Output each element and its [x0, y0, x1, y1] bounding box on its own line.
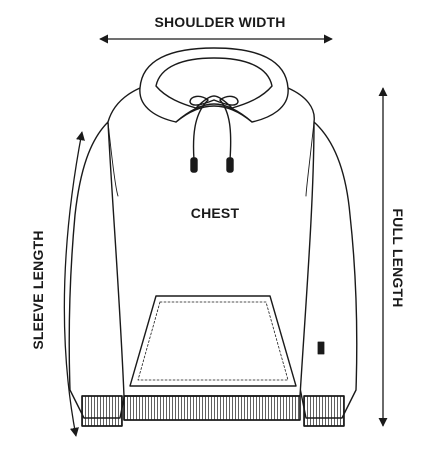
hoodie-outline [68, 47, 358, 427]
sleeve-length-arrow [63, 131, 85, 437]
hood-opening [155, 57, 273, 109]
left-cuff [81, 395, 123, 427]
chest-label: CHEST [190, 205, 240, 221]
full-length-label: FULL LENGTH [390, 208, 406, 308]
hoodie-body [107, 87, 315, 397]
waistband [123, 395, 301, 421]
right-cuff [303, 395, 345, 427]
side-tag [317, 341, 325, 355]
kangaroo-pocket [129, 295, 297, 387]
sleeve-length-label: SLEEVE LENGTH [30, 230, 46, 350]
shoulder-width-label: SHOULDER WIDTH [154, 14, 286, 30]
